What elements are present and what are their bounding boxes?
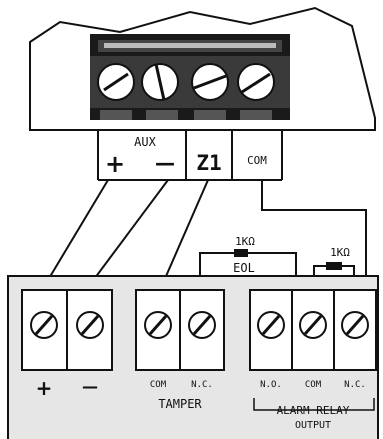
relay-title-label: ALARM RELAY	[277, 404, 350, 417]
com-label: COM	[247, 154, 267, 167]
power-plus-label: +	[36, 376, 53, 400]
wires	[41, 179, 367, 291]
relay-output-label: OUTPUT	[295, 420, 331, 431]
aux-label: AUX	[134, 135, 156, 149]
relay-no-label: N.O.	[260, 380, 282, 390]
upper-terminal-block	[90, 34, 290, 120]
relay-resistor: 1KΩ	[326, 246, 350, 270]
screw-tamper-com[interactable]	[144, 311, 172, 339]
tamper-label: TAMPER	[158, 397, 202, 411]
relay-terminal-block	[249, 289, 377, 371]
screw-aux-minus[interactable]	[141, 63, 179, 101]
aux-plus-label: +	[105, 150, 125, 178]
tamper-nc-label: N.C.	[191, 380, 213, 390]
screw-relay-no[interactable]	[257, 311, 285, 339]
wire-com-relay	[261, 180, 367, 290]
wire-aux-plus	[41, 179, 109, 291]
eol-label: EOL	[233, 261, 255, 275]
relay-label-bracket	[253, 398, 375, 411]
screw-power-minus[interactable]	[76, 311, 104, 339]
power-minus-label: —	[82, 377, 98, 396]
tamper-com-label: COM	[150, 380, 167, 390]
zone-label: Z1	[196, 151, 221, 175]
aux-minus-label: —	[155, 151, 175, 175]
eol-resistor: 1KΩ EOL	[233, 235, 255, 275]
lower-device: + — COM N.C. TAMPER N.O. COM N.C. ALARM …	[7, 275, 379, 439]
tamper-terminal-block	[135, 289, 225, 371]
relay-com-label: COM	[305, 380, 322, 390]
screw-com[interactable]	[237, 63, 275, 101]
wire-z1-tamper	[159, 179, 209, 291]
power-terminal-block	[21, 289, 113, 371]
wire-aux-minus	[85, 179, 169, 291]
screw-z1[interactable]	[191, 63, 229, 101]
upper-device: AUX + — Z1 COM	[29, 6, 376, 181]
screw-power-plus[interactable]	[30, 311, 58, 339]
eol-resistor-value: 1KΩ	[235, 235, 255, 248]
screw-aux-plus[interactable]	[97, 63, 135, 101]
screw-tamper-nc[interactable]	[188, 311, 216, 339]
relay-nc-label: N.C.	[344, 380, 366, 390]
relay-resistor-value: 1KΩ	[330, 246, 350, 259]
screw-relay-com[interactable]	[299, 311, 327, 339]
screw-relay-nc[interactable]	[341, 311, 369, 339]
